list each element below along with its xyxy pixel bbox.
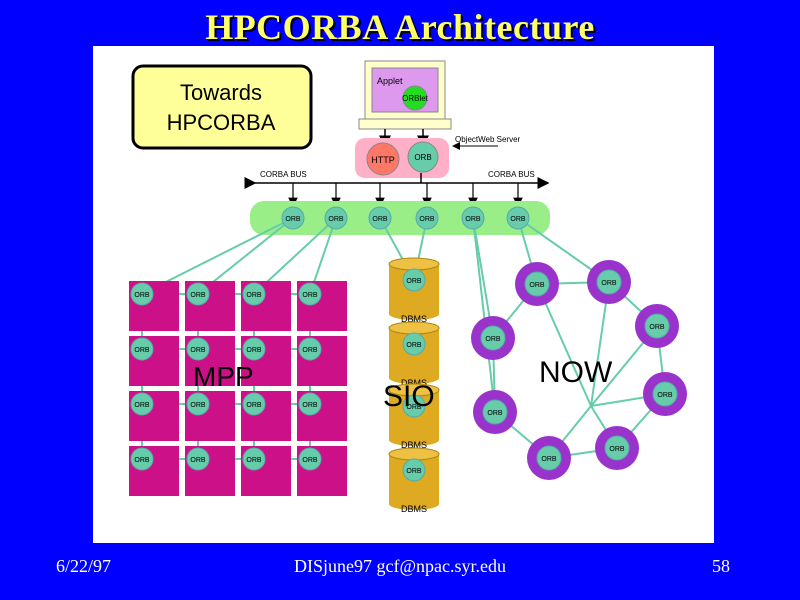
slide-title: HPCORBA Architecture <box>205 7 595 47</box>
svg-text:ORB: ORB <box>246 457 262 464</box>
http-label: HTTP <box>371 155 395 165</box>
svg-text:ORB: ORB <box>406 468 422 475</box>
dbms-label: DBMS <box>401 378 427 388</box>
mpp-orb-node: ORB <box>242 282 266 306</box>
objectweb-server: HTTP ORB ObjectWeb Server <box>355 135 521 178</box>
mpp-block: ORB ORB ORB ORB ORB ORB ORB ORB ORB ORB ORB ORB ORB O… <box>129 281 347 496</box>
now-orb-node: ORB <box>536 445 562 471</box>
hpcorba-diagram: Towards HPCORBA Applet ORBlet HTTP ORB O… <box>129 60 687 514</box>
sio-orb-node: ORB <box>402 268 426 292</box>
svg-text:ORB: ORB <box>601 280 617 287</box>
orblet-label: ORBlet <box>402 94 429 103</box>
svg-text:ORB: ORB <box>541 456 557 463</box>
bus-orb-node: ORB <box>461 206 485 230</box>
svg-text:ORB: ORB <box>302 402 318 409</box>
svg-text:ORB: ORB <box>485 336 501 343</box>
svg-text:ORB: ORB <box>246 292 262 299</box>
svg-text:ORB: ORB <box>328 216 344 223</box>
svg-text:ORB: ORB <box>609 446 625 453</box>
svg-text:ORB: ORB <box>657 392 673 399</box>
mpp-orb-node: ORB <box>242 337 266 361</box>
svg-text:ORB: ORB <box>302 457 318 464</box>
bus-orb-node: ORB <box>368 206 392 230</box>
mpp-orb-node: ORB <box>298 447 322 471</box>
svg-text:ORB: ORB <box>419 216 435 223</box>
bus-orb-node: ORB <box>281 206 305 230</box>
mpp-orb-node: ORB <box>130 447 154 471</box>
client-computer: Applet ORBlet <box>358 60 452 130</box>
dbms-label: DBMS <box>401 504 427 514</box>
now-orb-node: ORB <box>480 325 506 351</box>
towards-line2: HPCORBA <box>167 110 276 135</box>
svg-text:ORB: ORB <box>190 402 206 409</box>
mpp-label: MPP <box>193 361 254 392</box>
svg-text:ORB: ORB <box>406 278 422 285</box>
dbms-label: DBMS <box>401 440 427 450</box>
towards-hpcorba-box: Towards HPCORBA <box>131 64 313 150</box>
now-label: NOW <box>539 356 613 389</box>
mpp-orb-node: ORB <box>242 447 266 471</box>
svg-text:ORB: ORB <box>372 216 388 223</box>
mpp-orb-node: ORB <box>186 282 210 306</box>
mpp-orb-node: ORB <box>186 392 210 416</box>
page-number: 58 <box>712 556 730 576</box>
svg-text:ORB: ORB <box>190 457 206 464</box>
svg-text:ORB: ORB <box>487 410 503 417</box>
diagram-panel: Towards HPCORBA Applet ORBlet HTTP ORB O… <box>93 46 714 543</box>
sio-orb-node: ORB <box>402 458 426 482</box>
mpp-orb-node: ORB <box>130 337 154 361</box>
corba-bus-right-label: CORBA BUS <box>488 170 535 179</box>
sio-orb-node: ORB <box>402 332 426 356</box>
mpp-orb-node: ORB <box>186 337 210 361</box>
svg-text:ORB: ORB <box>246 402 262 409</box>
svg-text:ORB: ORB <box>134 292 150 299</box>
svg-text:ORB: ORB <box>134 457 150 464</box>
mpp-orb-node: ORB <box>130 282 154 306</box>
server-orb-label: ORB <box>414 153 431 162</box>
svg-text:ORB: ORB <box>134 347 150 354</box>
mpp-orb-node: ORB <box>242 392 266 416</box>
svg-text:ORB: ORB <box>649 324 665 331</box>
svg-text:ORB: ORB <box>302 292 318 299</box>
bus-orb-node: ORB <box>324 206 348 230</box>
sio-label: SIO <box>383 380 435 413</box>
bus-orb-node: ORB <box>415 206 439 230</box>
svg-text:ORB: ORB <box>190 292 206 299</box>
bus-orb-node: ORB <box>506 206 530 230</box>
svg-text:ORB: ORB <box>302 347 318 354</box>
dbms-label: DBMS <box>401 314 427 324</box>
applet-label: Applet <box>377 76 403 86</box>
svg-text:ORB: ORB <box>190 347 206 354</box>
svg-text:ORB: ORB <box>406 342 422 349</box>
svg-text:ORB: ORB <box>246 347 262 354</box>
svg-text:ORB: ORB <box>406 404 422 411</box>
now-orb-node: ORB <box>524 271 550 297</box>
now-orb-node: ORB <box>482 399 508 425</box>
footer-date: 6/22/97 <box>56 556 112 576</box>
corba-bus-left-label: CORBA BUS <box>260 170 307 179</box>
now-orb-node: ORB <box>644 313 670 339</box>
footer-author: DISjune97 gcf@npac.syr.edu <box>293 556 507 576</box>
svg-text:ORB: ORB <box>510 216 526 223</box>
svg-text:ORB: ORB <box>134 402 150 409</box>
sio-block: DBMS DBMS DBMS DBMS ORB ORB ORB ORB <box>388 257 440 514</box>
now-block: ORB ORB ORB ORB ORB ORB ORB ORB <box>471 260 687 480</box>
now-orb-node: ORB <box>652 381 678 407</box>
towards-line1: Towards <box>180 80 262 105</box>
mpp-orb-node: ORB <box>298 282 322 306</box>
mpp-orb-node: ORB <box>298 392 322 416</box>
mpp-orb-node: ORB <box>186 447 210 471</box>
now-orb-node: ORB <box>604 435 630 461</box>
objectweb-label: ObjectWeb Server <box>455 135 521 144</box>
bus-orb-nodes: ORB ORB ORB ORB ORB ORB <box>281 206 530 230</box>
svg-text:ORB: ORB <box>529 282 545 289</box>
now-orb-node: ORB <box>596 269 622 295</box>
mpp-orb-node: ORB <box>130 392 154 416</box>
svg-text:ORB: ORB <box>285 216 301 223</box>
sio-orb-node: ORB <box>402 394 426 418</box>
mpp-orb-node: ORB <box>298 337 322 361</box>
svg-text:ORB: ORB <box>465 216 481 223</box>
